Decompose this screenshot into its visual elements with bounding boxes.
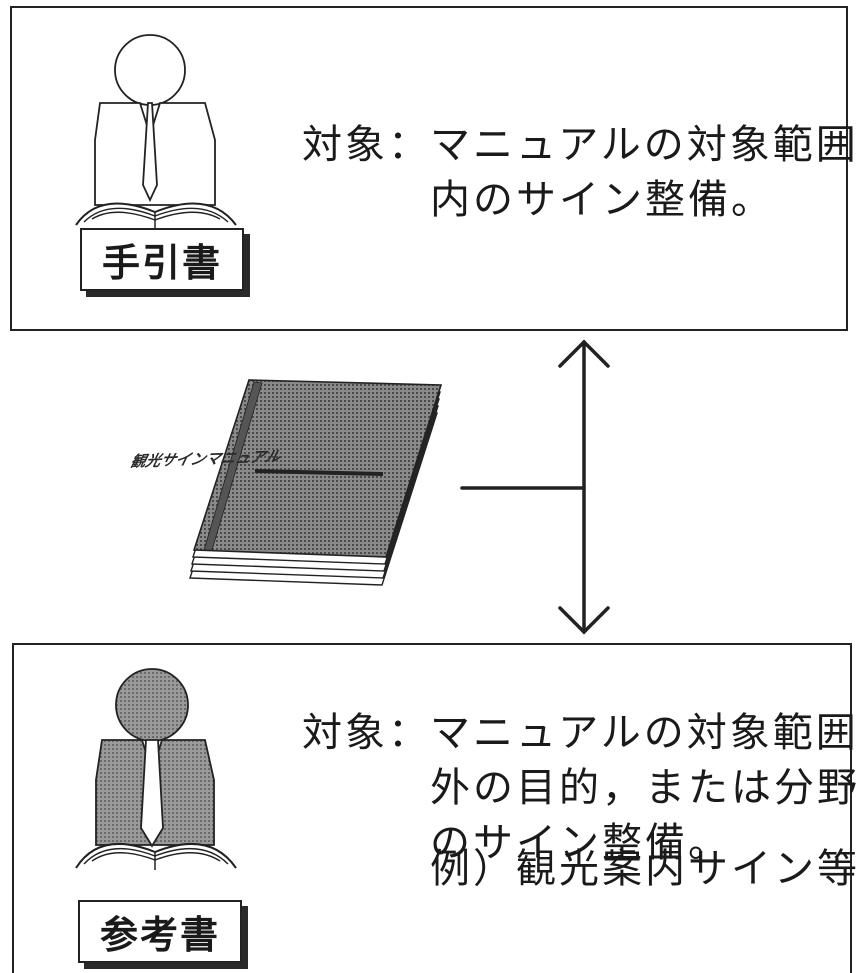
sankosho-label-text: 参考書 [99, 913, 220, 957]
manual-book-icon: 観光サインマニュアル [129, 379, 443, 586]
bottom-example-text: 例）観光案内サイン等 [430, 846, 860, 892]
bottom-desc-line3: のサイン整備。 [430, 820, 731, 866]
reader-figure-shaded-icon [75, 668, 237, 870]
top-desc-lead: 対象： [302, 122, 431, 168]
reader-figure-outline-icon [75, 34, 237, 228]
bottom-desc-lead: 対象： [302, 710, 431, 756]
double-arrow-icon [460, 339, 610, 635]
manual-cover-title: 観光サインマニュアル [129, 448, 284, 471]
bottom-desc-line2: 外の目的，または分野 [430, 765, 860, 811]
tebikisho-label: 手引書 [80, 228, 244, 291]
top-description: 対象：マニュアルの対象範囲 内のサイン整備。 [302, 118, 859, 228]
bottom-description: 対象：マニュアルの対象範囲 外の目的，または分野 のサイン整備。 [302, 706, 860, 871]
sankosho-label: 参考書 [78, 900, 242, 963]
bottom-desc-line1: マニュアルの対象範囲 [430, 710, 859, 756]
top-desc-line2: 内のサイン整備。 [430, 177, 774, 223]
top-desc-line1: マニュアルの対象範囲 [430, 122, 859, 168]
tebikisho-label-text: 手引書 [101, 241, 222, 285]
